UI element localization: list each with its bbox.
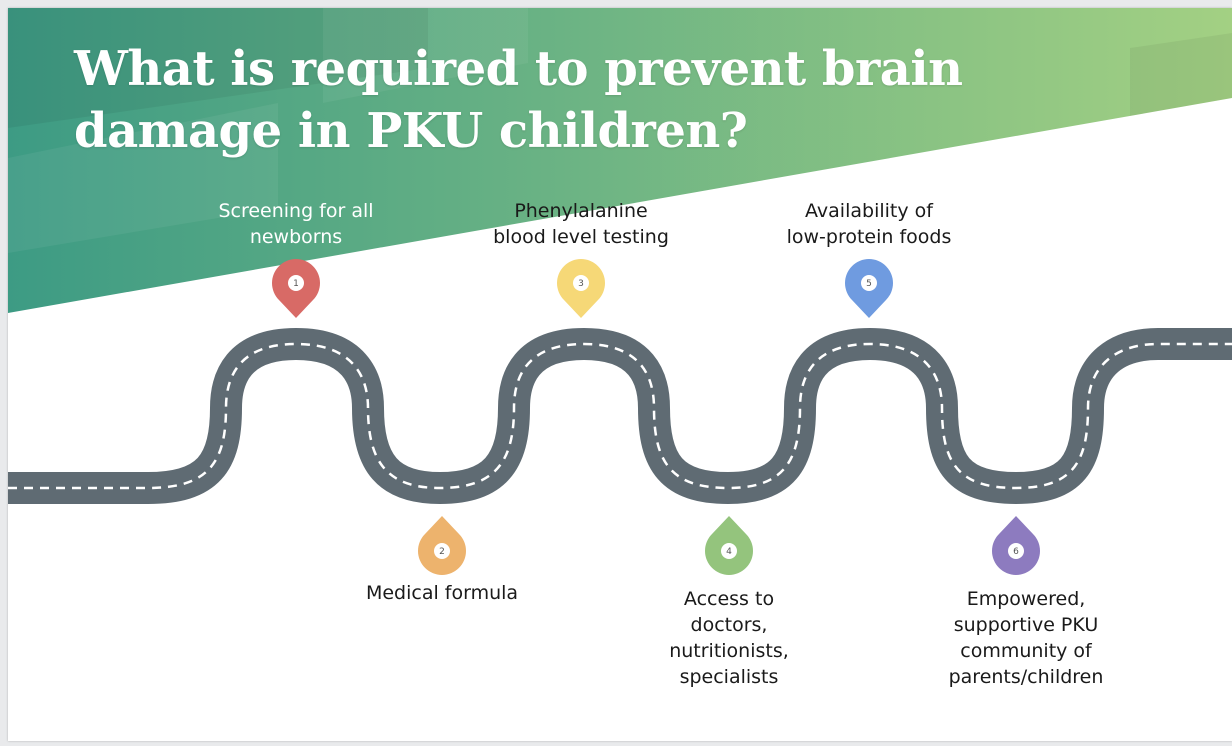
pin-2-number: 2: [439, 547, 445, 557]
pin-5-number: 5: [866, 279, 872, 289]
slide-title: What is required to prevent brain damage…: [74, 41, 963, 159]
slide: 1 2 3 4 5 6 What is required to prevent: [8, 8, 1232, 741]
diagram-art: 1 2 3 4 5 6: [8, 8, 1232, 575]
pin-3-badge: [573, 275, 589, 291]
pin-2-badge: [434, 543, 450, 559]
pin-3: 3: [557, 259, 605, 318]
pin-5: 5: [845, 259, 893, 318]
pin-4-number: 4: [726, 547, 732, 557]
header-banner: [8, 8, 1232, 313]
pin-4-badge: [721, 543, 737, 559]
banner-overlay-1: [8, 8, 428, 128]
banner-overlay-2: [8, 103, 278, 253]
pin-6: 6: [992, 516, 1040, 575]
pin-6-badge: [1008, 543, 1024, 559]
pin-5-badge: [861, 275, 877, 291]
pin-6-number: 6: [1013, 547, 1019, 557]
pin-2: 2: [418, 516, 466, 575]
road-center-dashes: [8, 342, 1232, 490]
step-1-label: Screening for all newborns: [218, 200, 374, 248]
banner-overlay-3: [323, 8, 528, 103]
pin-3-number: 3: [578, 279, 584, 289]
step-4-label: Access to doctors, nutritionists, specia…: [669, 588, 789, 688]
pin-1-badge: [288, 275, 304, 291]
step-2-label: Medical formula: [365, 582, 519, 604]
pin-1-number: 1: [293, 279, 299, 289]
step-3-label: Phenylalanine blood level testing: [493, 200, 669, 248]
pin-1: 1: [272, 259, 320, 318]
step-6-label: Empowered, supportive PKU community of p…: [948, 588, 1104, 688]
winding-road: [8, 328, 1232, 504]
banner-overlay-4: [1130, 33, 1232, 116]
step-5-label: Availability of low-protein foods: [786, 200, 952, 248]
pin-4: 4: [705, 516, 753, 575]
